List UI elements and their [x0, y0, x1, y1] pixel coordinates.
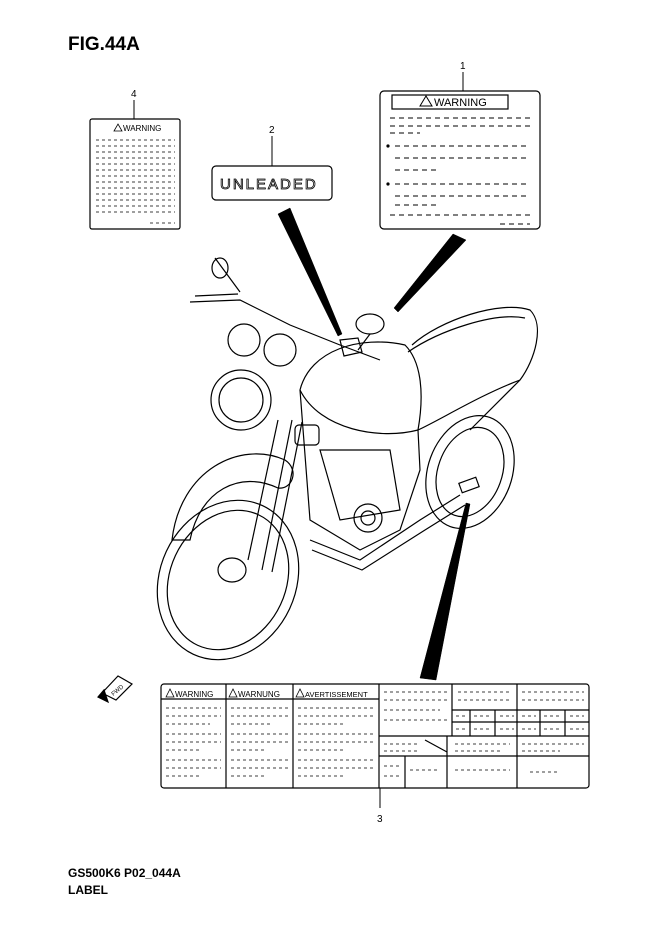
callout-number-4: 4 — [131, 89, 137, 100]
fwd-arrow-icon: FWD — [97, 675, 133, 704]
unleaded-text: UNLEADED — [220, 176, 318, 193]
warning-label-1-title: WARNING — [434, 97, 487, 109]
warning-label-4-title: WARNING — [123, 124, 161, 133]
pointer-wedges — [277, 207, 471, 681]
callout-leaders — [133, 72, 464, 808]
callout-number-3: 3 — [377, 814, 383, 825]
callout-number-1: 1 — [460, 61, 466, 72]
info-label-3[interactable]: WARNING WARNUNG AVERTISSEMENT — [160, 683, 590, 789]
figure-title: FIG.44A — [68, 34, 140, 55]
diagram-caption: LABEL — [68, 883, 108, 897]
label3-header-avertissement: AVERTISSEMENT — [305, 690, 368, 699]
label3-header-warnung: WARNUNG — [238, 690, 280, 699]
label3-header-warning: WARNING — [175, 690, 213, 699]
diagram-code: GS500K6 P02_044A — [68, 866, 181, 880]
warning-label-4[interactable]: WARNING — [89, 118, 181, 230]
unleaded-label-2[interactable]: UNLEADED — [211, 165, 333, 201]
motorcycle-illustration — [156, 257, 538, 661]
warning-label-1[interactable]: WARNING — [379, 90, 541, 230]
callout-number-2: 2 — [269, 125, 275, 136]
